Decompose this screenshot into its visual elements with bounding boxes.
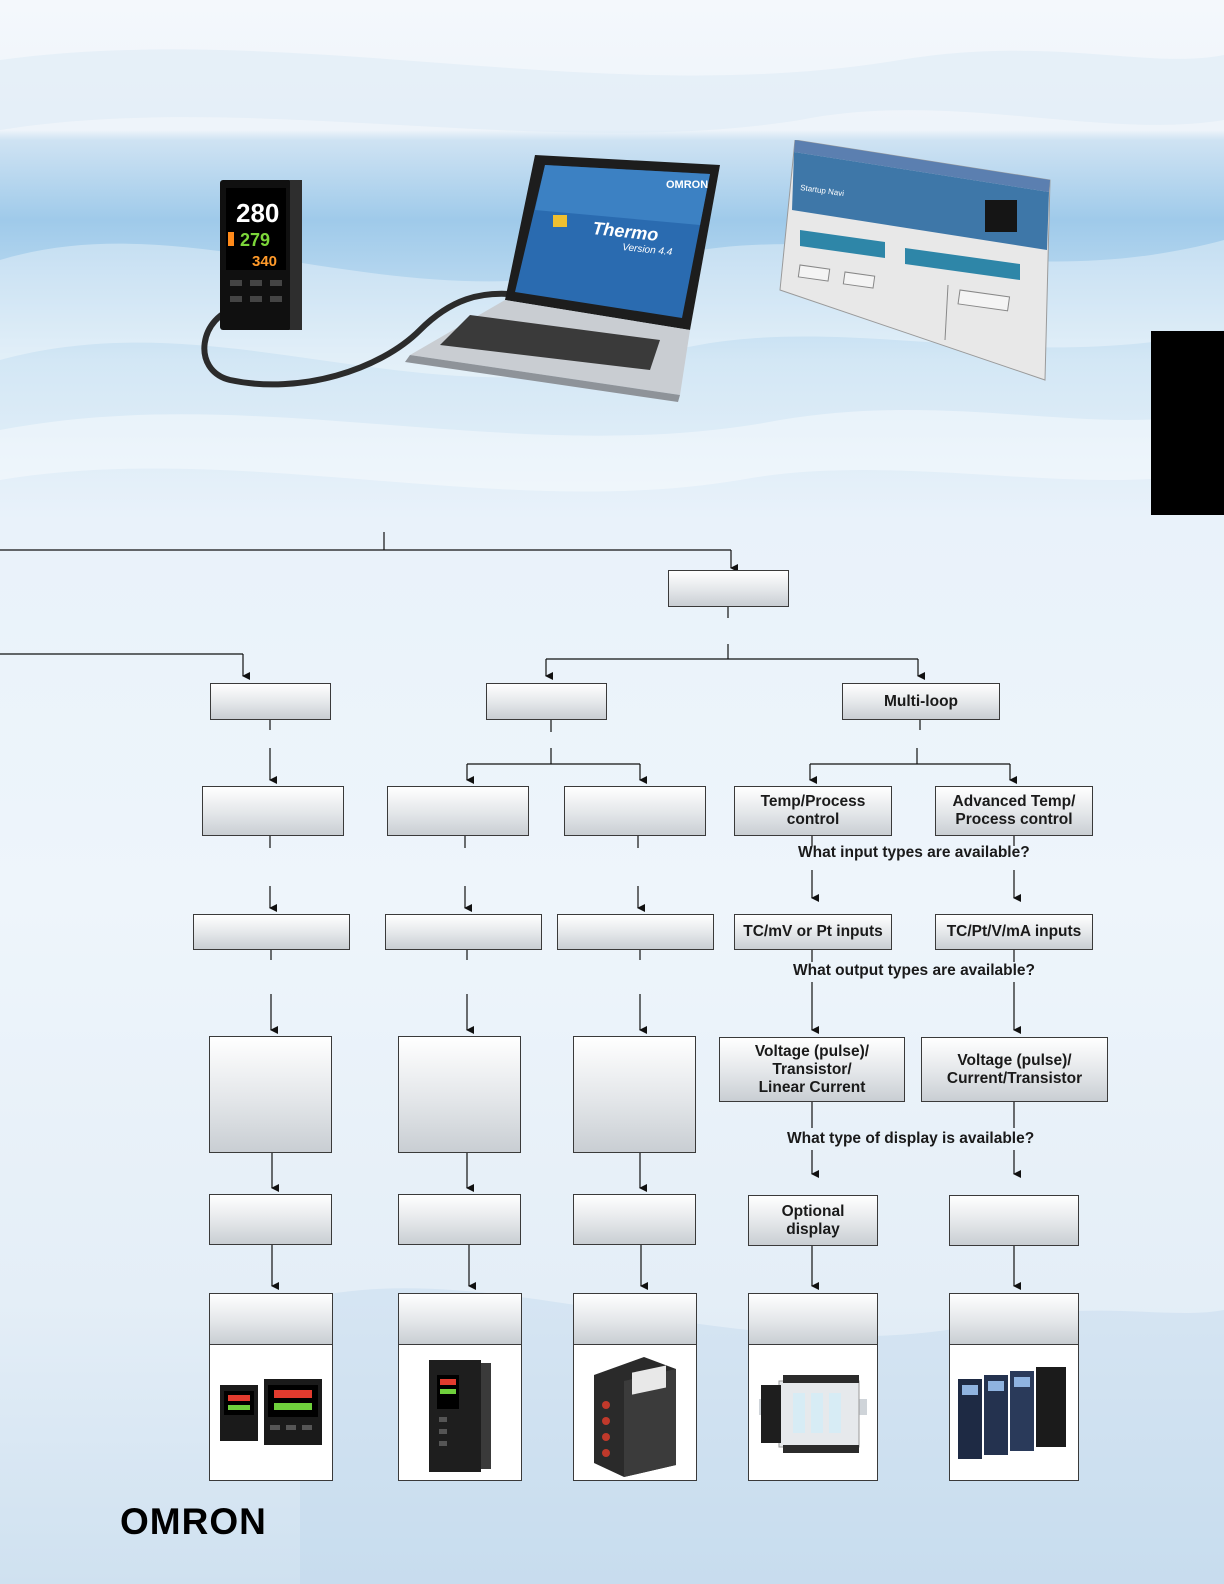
flow-box-output-a: Voltage (pulse)/ Transistor/ Linear Curr…	[719, 1037, 905, 1102]
product-image-din-controller	[429, 1360, 491, 1472]
product-card-c	[573, 1293, 697, 1481]
product-card-c-header	[574, 1294, 696, 1345]
product-image-panel-controllers	[220, 1379, 322, 1445]
flow-box-a3	[202, 786, 344, 836]
product-card-b	[398, 1293, 522, 1481]
output-a-line2: Transistor/	[772, 1060, 852, 1078]
laptop-brand: OMRON	[666, 179, 708, 191]
flow-box-b6	[398, 1194, 521, 1245]
output-b-line1: Voltage (pulse)/	[957, 1051, 1072, 1069]
product-card-a	[209, 1293, 333, 1481]
output-a-line3: Linear Current	[758, 1078, 866, 1096]
product-image-din-rail-unit	[594, 1357, 676, 1477]
omron-logo: OMRON	[120, 1501, 267, 1542]
product-image-modular-terminal	[759, 1375, 867, 1453]
question-display-type: What type of display is available?	[787, 1130, 1035, 1147]
display-a-line2: display	[786, 1220, 840, 1238]
flow-box-temp-process: Temp/Process control	[734, 786, 892, 836]
flow-box-left-branch	[210, 683, 331, 720]
flow-box-c5	[573, 1036, 696, 1153]
flow-box-advanced-temp-process: Advanced Temp/ Process control	[935, 786, 1093, 836]
product-card-b-header	[399, 1294, 521, 1345]
temperature-controller-image: 280 279 340	[220, 180, 302, 330]
output-a-line1: Voltage (pulse)/	[754, 1042, 870, 1060]
flow-box-multi-loop: Multi-loop	[842, 683, 1000, 720]
software-dialog-image: Startup Navi	[779, 140, 1051, 381]
product-card-a-header	[210, 1294, 332, 1345]
flow-box-b3	[387, 786, 529, 836]
flow-box-c4	[557, 914, 714, 950]
flow-box-input-b: TC/Pt/V/mA inputs	[935, 914, 1093, 950]
flow-box-a5	[209, 1036, 332, 1153]
section-tab-marker	[1151, 331, 1224, 515]
flow-box-no-display	[949, 1195, 1079, 1246]
flow-box-middle-branch	[486, 683, 607, 720]
output-b-line2: Current/Transistor	[946, 1069, 1083, 1087]
flow-box-display-optional: Optional display	[748, 1195, 878, 1246]
product-image-multi-loop-modules	[958, 1367, 1066, 1459]
flow-box-output-b: Voltage (pulse)/ Current/Transistor	[921, 1037, 1108, 1102]
product-card-d	[748, 1293, 878, 1481]
flow-box-b4	[385, 914, 542, 950]
flow-box-c3	[564, 786, 706, 836]
flow-box-a4	[193, 914, 350, 950]
question-input-types: What input types are available?	[798, 844, 1030, 861]
flow-box-input-a: TC/mV or Pt inputs	[734, 914, 892, 950]
flow-box-b5	[398, 1036, 521, 1153]
hero-illustration: 280 279 340 OMRON Thermo Version 4.4 Sta…	[201, 140, 1051, 402]
readout-pv: 280	[236, 198, 279, 228]
product-card-d-header	[749, 1294, 877, 1345]
laptop-image: OMRON Thermo Version 4.4	[405, 155, 720, 402]
flow-box-c6	[573, 1194, 696, 1245]
product-card-e-header	[950, 1294, 1078, 1345]
question-output-types: What output types are available?	[793, 962, 1036, 979]
software-version: Version 4.4	[622, 242, 674, 258]
flow-box-a6	[209, 1194, 332, 1245]
readout-sv: 279	[240, 230, 270, 250]
display-a-line1: Optional	[781, 1202, 845, 1220]
product-card-e	[949, 1293, 1079, 1481]
flow-box-top	[668, 570, 789, 607]
readout-mv: 340	[252, 253, 277, 270]
